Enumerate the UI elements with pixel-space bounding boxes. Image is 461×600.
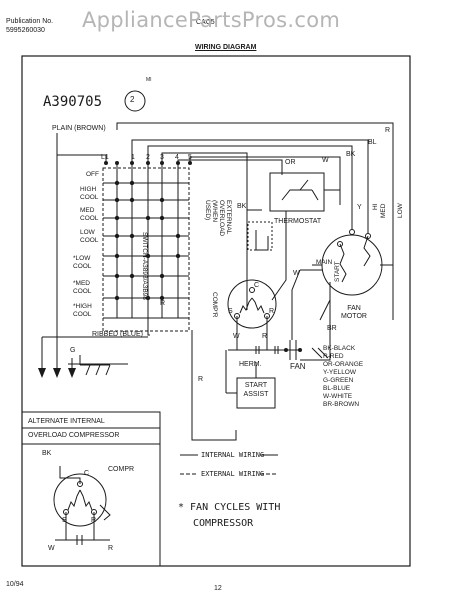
publication-number: 5995260030 — [6, 27, 45, 34]
overload-note: EXTERNAL OVERLOAD (WHEN USED) — [204, 200, 232, 237]
wire-bk — [147, 145, 353, 230]
switch-pos-off: OFF — [86, 171, 99, 178]
wire-mark-r1: R — [385, 127, 391, 134]
wire-mark-r4: R — [160, 300, 166, 307]
wire-r-outer — [116, 122, 394, 320]
fan-motor-label: FAN MOTOR — [341, 305, 367, 320]
fan-tap-med: MED — [380, 203, 387, 218]
terminal-4: 4 — [175, 154, 179, 161]
legend-r: R-RED — [323, 353, 344, 360]
alt-label-s: S — [62, 517, 67, 524]
switch-pos-med-cool: MED COOL — [80, 207, 99, 222]
switch-pos-med-cool-fan: *MED COOL — [73, 280, 92, 295]
terminal-1: 1 — [131, 154, 135, 161]
alt-label-bk: BK — [42, 450, 52, 457]
wire-mark-y: Y — [357, 204, 362, 211]
wire-mark-bk2: BK — [346, 151, 356, 158]
wire-mark-w3: W — [233, 333, 240, 340]
publication-label: Publication No. — [6, 18, 54, 25]
wire-mark-r3: R — [262, 333, 268, 340]
external-wiring-label: EXTERNAL WIRING — [201, 470, 265, 478]
compressor-label: COMP'R — [211, 292, 218, 318]
terminal-3: 3 — [160, 154, 164, 161]
switch-pos-low-cool-fan: *LOW COOL — [73, 255, 92, 270]
alt-box-title-1: ALTERNATE INTERNAL — [28, 418, 105, 425]
thermostat-label: THERMOSTAT — [274, 218, 322, 225]
legend-g: G-GREEN — [323, 377, 354, 384]
switch-name: SWITCH-A3893/A3B98 — [141, 232, 148, 300]
switch-pos-high-cool-fan: *HIGH COOL — [73, 303, 92, 318]
legend-or: OR-ORANGE — [323, 361, 364, 368]
wire-mark-w1: W — [322, 157, 329, 164]
alt-label-compr: COMPR — [108, 466, 135, 473]
alt-label-r1: R — [91, 517, 97, 524]
switch-contacts — [104, 161, 302, 352]
switch-pos-high-cool: HIGH COOL — [80, 186, 99, 201]
legend-br: BR-BROWN — [323, 401, 360, 408]
legend-w: W-WHITE — [323, 393, 353, 400]
wire-or — [189, 156, 341, 205]
thermostat-box — [269, 172, 325, 212]
legend-bk: BK-BLACK — [323, 345, 356, 352]
terminal-2: 2 — [146, 154, 150, 161]
color-legend: BK-BLACK R-RED OR-ORANGE Y-YELLOW G-GREE… — [323, 345, 363, 409]
legend-bl: BL-BLUE — [323, 385, 351, 392]
wire-mark-r5: R — [269, 308, 275, 315]
start-label: START — [334, 261, 341, 282]
wire-mark-g: G — [70, 347, 76, 354]
sheet-mark: 2 — [130, 95, 135, 104]
wire-mark-bk1: BK — [237, 203, 247, 210]
alt-box-title-2: OVERLOAD COMPRESSOR — [28, 432, 120, 439]
plain-lead-label: PLAIN (BROWN) — [52, 125, 106, 132]
diagram-title: WIRING DIAGRAM — [195, 44, 257, 51]
fan-tap-hi: HI — [372, 203, 379, 211]
fan-tap-low: LOW — [397, 203, 404, 218]
diagram-frame — [21, 55, 411, 567]
switch-box — [102, 167, 190, 332]
wire-mark-br: BR — [327, 325, 337, 332]
wire-to-thermo — [177, 159, 283, 175]
alt-label-r2: R — [108, 545, 114, 552]
herm-label: HERM. — [239, 361, 262, 368]
legend-y: Y-YELLOW — [323, 369, 356, 376]
wire-mark-w2: W — [293, 270, 300, 277]
alt-label-w: W — [48, 545, 55, 552]
fan-note-line2: COMPRESSOR — [193, 518, 254, 529]
wire-mark-bl: BL — [368, 139, 377, 146]
main-label: MAIN — [316, 259, 333, 266]
terminal-l1: L1 — [101, 154, 109, 161]
model-partial: CAC5 — [196, 19, 215, 26]
sheet-mark-caption: MI — [146, 77, 152, 83]
alt-label-c: C — [84, 470, 90, 477]
wire-plain-brown — [56, 133, 107, 163]
terminal-5: 5 — [188, 154, 192, 161]
footer-page: 12 — [214, 585, 222, 592]
ribbed-lead-label: RIBBED (BLUE) — [92, 331, 143, 338]
part-number: A390705 — [43, 94, 103, 110]
watermark: AppliancePartsPros.com — [82, 8, 341, 32]
wire-r-comp — [161, 152, 248, 310]
fan-label: FAN — [290, 362, 306, 371]
wire-bl — [131, 139, 369, 233]
footer-date: 10/94 — [6, 581, 24, 588]
internal-wiring-label: INTERNAL WIRING — [201, 451, 265, 459]
wire-mark-c: C — [254, 282, 260, 289]
wire-mark-or: OR — [285, 159, 296, 166]
wire-mark-s: S — [228, 308, 233, 315]
sheet-mark-circle — [124, 90, 146, 112]
alt-overload-box — [21, 411, 161, 567]
fan-note-line1: * FAN CYCLES WITH — [178, 502, 281, 513]
start-assist-label: START ASSIST — [243, 382, 269, 398]
wire-mark-r2: R — [198, 376, 204, 383]
compressor-circle — [227, 279, 277, 329]
switch-pos-low-cool: LOW COOL — [80, 229, 99, 244]
